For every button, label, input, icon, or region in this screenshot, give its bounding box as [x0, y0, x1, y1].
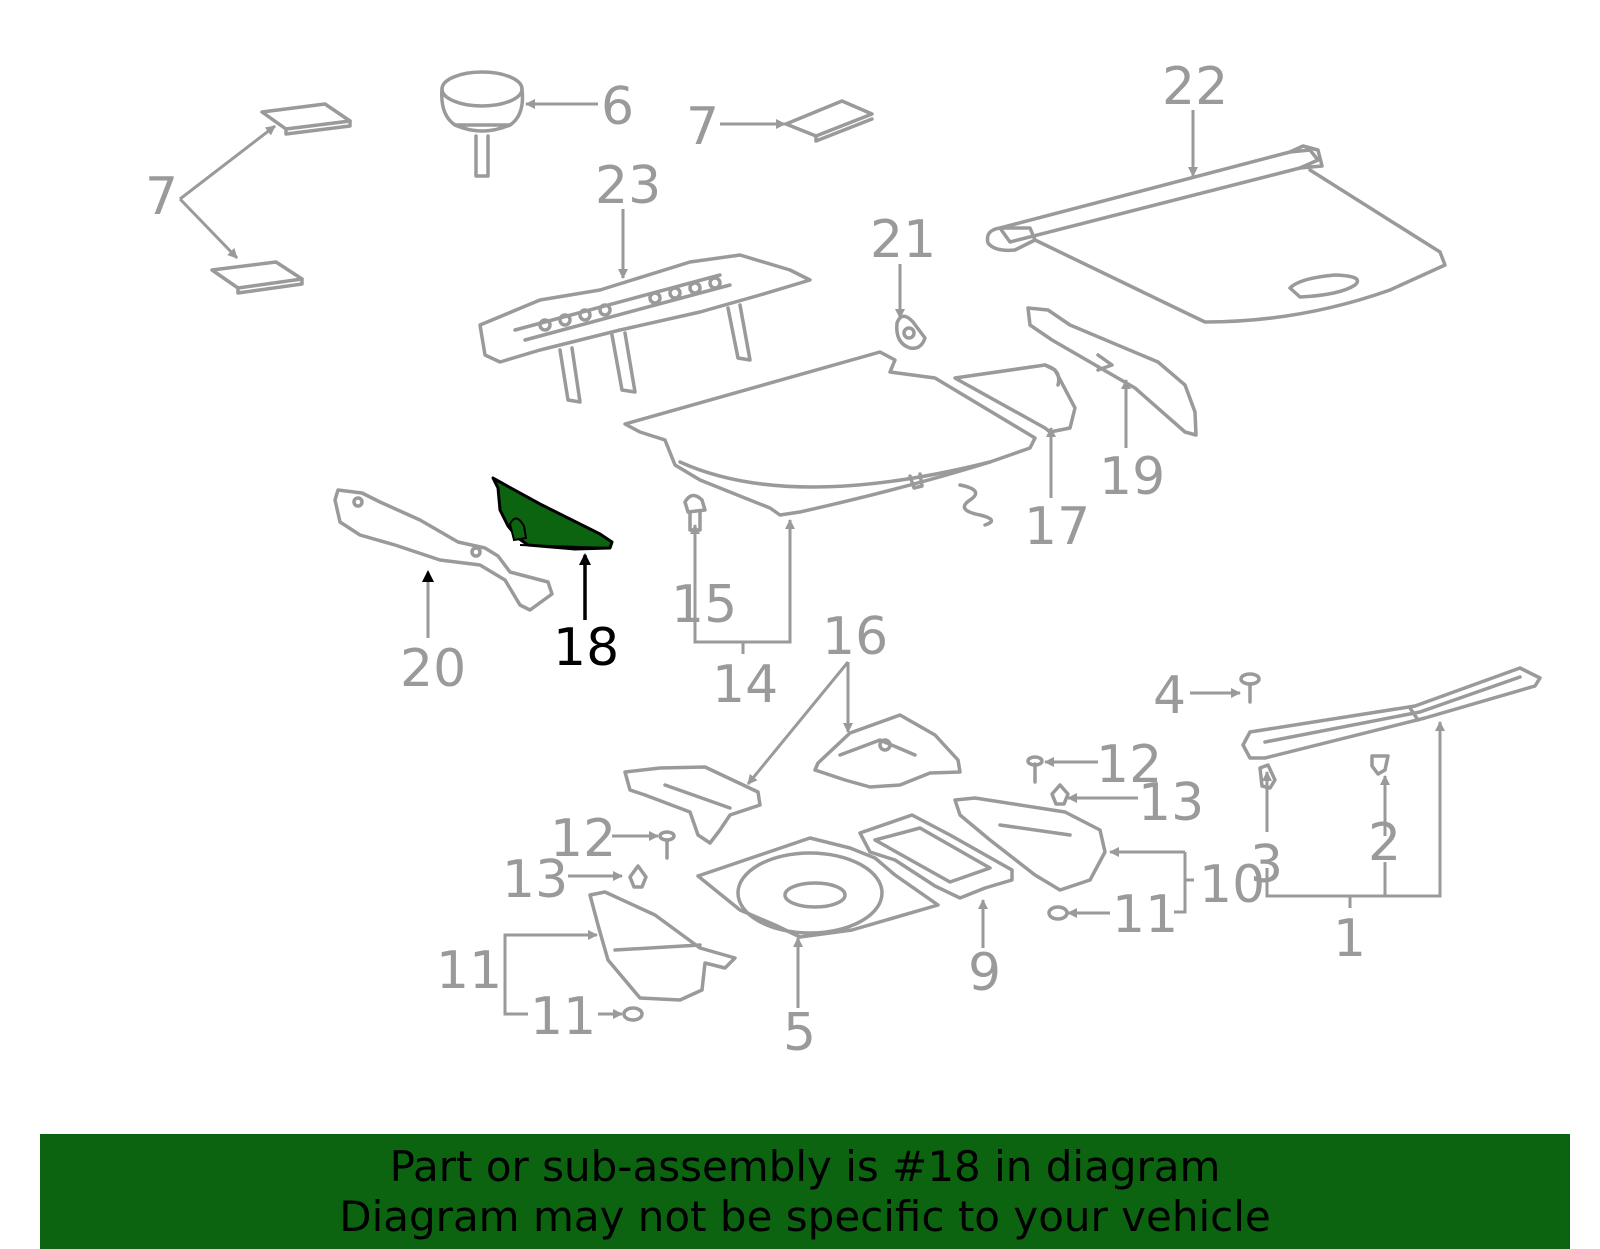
- label-18-highlighted[interactable]: 18: [553, 618, 619, 678]
- part-7-pad-lower-left[interactable]: [210, 260, 304, 295]
- label-12-right[interactable]: 12: [1096, 735, 1162, 795]
- label-7-left[interactable]: 7: [145, 167, 178, 227]
- part-16-bracket-left[interactable]: [623, 765, 762, 845]
- part-6-knob[interactable]: [440, 70, 525, 178]
- label-19[interactable]: 19: [1099, 447, 1165, 507]
- part-13-nut-right[interactable]: [1050, 783, 1070, 806]
- part-11-nut-left[interactable]: [622, 1006, 644, 1022]
- part-17-side-panel[interactable]: [953, 363, 1077, 434]
- label-3[interactable]: 3: [1250, 835, 1283, 895]
- label-12-left[interactable]: 12: [550, 809, 616, 869]
- part-7-pad-right[interactable]: [784, 99, 874, 143]
- label-9[interactable]: 10: [1199, 855, 1265, 915]
- label-5[interactable]: 5: [783, 1003, 816, 1063]
- banner-line-1: Part or sub-assembly is #18 in diagram: [389, 1141, 1221, 1191]
- label-10[interactable]: 11: [436, 941, 502, 1001]
- part-20-bracket[interactable]: [333, 488, 554, 612]
- label-20[interactable]: 20: [400, 639, 466, 699]
- part-21-clip[interactable]: [895, 314, 927, 351]
- label-1[interactable]: 1: [1333, 909, 1366, 969]
- part-14-deck-board[interactable]: [623, 350, 1037, 527]
- part-18-highlighted[interactable]: [491, 476, 614, 551]
- part-1-scuff-plate[interactable]: [1241, 666, 1542, 760]
- label-16[interactable]: 16: [822, 607, 888, 667]
- label-21[interactable]: 21: [870, 210, 936, 270]
- part-8-tray[interactable]: [858, 813, 1014, 900]
- part-22-cargo-cover[interactable]: [985, 144, 1447, 324]
- part-15-clip[interactable]: [683, 493, 707, 532]
- part-3-clip[interactable]: [1258, 763, 1277, 790]
- part-16-bracket-right[interactable]: [813, 713, 962, 789]
- label-4[interactable]: 4: [1153, 666, 1186, 726]
- part-12-screw-right[interactable]: [1026, 755, 1044, 784]
- label-17[interactable]: 17: [1024, 497, 1090, 557]
- label-13-right[interactable]: 13: [1138, 773, 1204, 833]
- label-8[interactable]: 9: [968, 943, 1001, 1003]
- label-7-right[interactable]: 7: [686, 97, 719, 157]
- part-5-spare-tray[interactable]: [696, 836, 940, 939]
- label-11-left-visible[interactable]: 11: [530, 987, 596, 1047]
- info-banner: Part or sub-assembly is #18 in diagram D…: [40, 1134, 1570, 1249]
- part-23-bracket[interactable]: [478, 253, 812, 404]
- part-4-screw[interactable]: [1239, 672, 1261, 704]
- part-13-nut-left[interactable]: [628, 864, 648, 889]
- part-2-clip[interactable]: [1370, 754, 1390, 776]
- part-12-screw-left[interactable]: [658, 830, 676, 860]
- label-6[interactable]: 6: [601, 77, 634, 137]
- label-13-left[interactable]: 13: [502, 850, 568, 910]
- part-7-pad-upper-left[interactable]: [260, 102, 352, 136]
- callout-labels: 7 6 7 22 23 21 19 17 18 20 15 14 16 4 12…: [145, 57, 1401, 1063]
- banner-line-2: Diagram may not be specific to your vehi…: [339, 1191, 1271, 1241]
- part-19-bracket[interactable]: [1026, 306, 1198, 437]
- leader-lines: [178, 99, 1445, 1019]
- label-15[interactable]: 15: [671, 575, 737, 635]
- label-14[interactable]: 14: [712, 655, 778, 715]
- label-2[interactable]: 2: [1368, 813, 1401, 873]
- part-10-side-tray[interactable]: [588, 890, 737, 1002]
- label-22[interactable]: 22: [1162, 57, 1228, 117]
- part-9-side-tray[interactable]: [953, 796, 1107, 892]
- label-23[interactable]: 23: [595, 156, 661, 216]
- label-11-right[interactable]: 11: [1112, 885, 1178, 945]
- part-11-nut-right[interactable]: [1047, 905, 1069, 921]
